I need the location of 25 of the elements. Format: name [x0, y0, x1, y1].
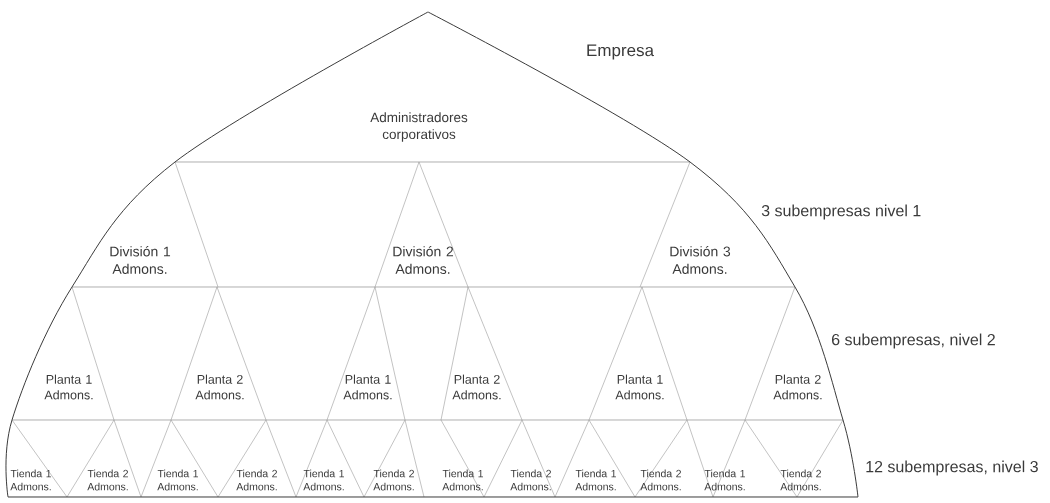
- level-label: División 2 Admons.: [393, 246, 453, 274]
- level-label: Planta 1 Admons.: [343, 374, 392, 400]
- level-label: Tienda 2 Admons.: [640, 469, 681, 491]
- level-label: Tienda 2 Admons.: [87, 469, 128, 491]
- level-label: División 1 Admons.: [110, 246, 171, 274]
- level-count: 3 subempresas nivel 1: [761, 204, 921, 220]
- level-label: Tienda 1 Admons.: [575, 469, 616, 491]
- level-label: Planta 1 Admons.: [615, 374, 664, 400]
- level-label: Planta 2 Admons.: [452, 374, 501, 400]
- level-label: Tienda 2 Admons.: [373, 469, 414, 491]
- level-label: Administradores corporativos: [370, 112, 468, 142]
- level-count: 6 subempresas, nivel 2: [832, 333, 995, 349]
- level-label: Tienda 2 Admons.: [236, 469, 277, 491]
- level-label: División 3 Admons.: [670, 246, 731, 274]
- level-label: Planta 2 Admons.: [773, 374, 822, 400]
- level-label: Tienda 1 Admons.: [303, 469, 344, 491]
- level-label: Tienda 1 Admons.: [10, 469, 51, 491]
- level-label: Planta 1 Admons.: [44, 374, 93, 400]
- level-count: 12 subempresas, nivel 3: [866, 460, 1038, 476]
- level-label: Planta 2 Admons.: [195, 374, 244, 400]
- level-label: Tienda 2 Admons.: [780, 469, 821, 491]
- level-label: Tienda 1 Admons.: [442, 469, 483, 491]
- level-label: Tienda 2 Admons.: [510, 469, 551, 491]
- level-label: Tienda 1 Admons.: [704, 469, 745, 491]
- level-label: Tienda 1 Admons.: [157, 469, 198, 491]
